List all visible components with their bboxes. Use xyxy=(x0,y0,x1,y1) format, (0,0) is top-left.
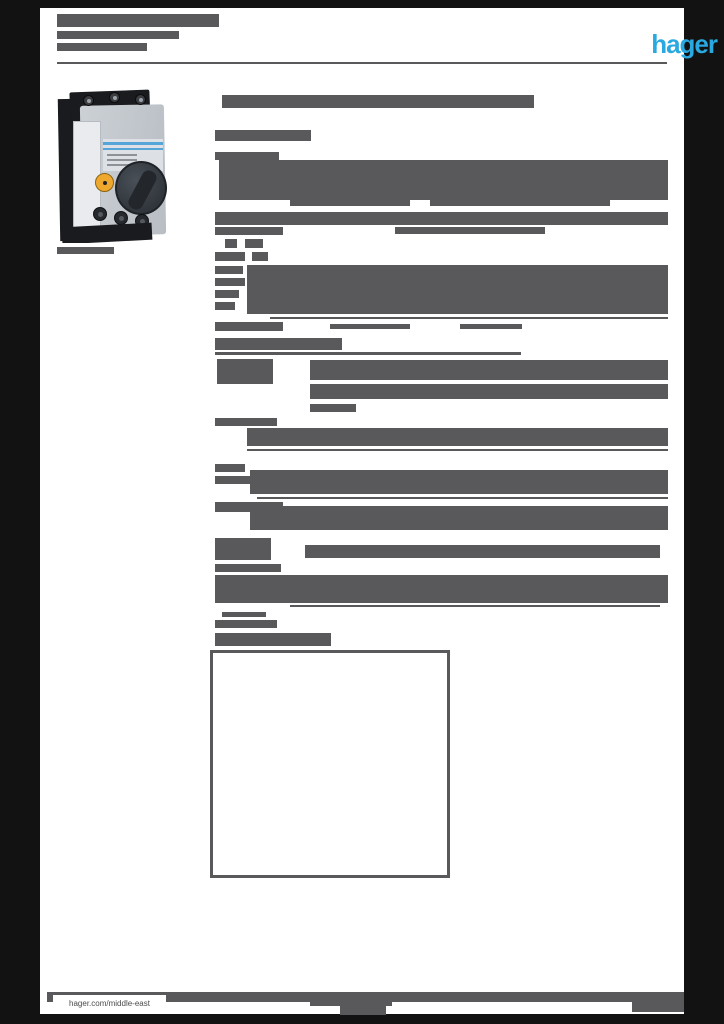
setting-dial xyxy=(95,173,114,192)
header-line xyxy=(57,43,147,51)
photo-caption xyxy=(57,247,114,254)
screw-icon xyxy=(109,92,120,103)
section-heading xyxy=(215,130,311,141)
spec-text-block xyxy=(305,545,660,558)
spec-label xyxy=(215,290,239,298)
spec-label xyxy=(215,564,281,572)
hager-logo: hager xyxy=(651,29,718,59)
spec-label xyxy=(215,278,245,286)
screw-icon xyxy=(83,95,94,106)
spec-label xyxy=(215,322,283,331)
spec-chip xyxy=(225,239,237,248)
terminal-block-bottom xyxy=(61,222,153,243)
spec-chip xyxy=(245,239,263,248)
spec-text-block xyxy=(250,506,668,530)
terminal-icon xyxy=(114,211,128,225)
spec-label xyxy=(215,302,235,310)
spec-text-block xyxy=(215,338,342,350)
paper: hager hager.com xyxy=(40,8,718,1015)
terminal-icon xyxy=(93,207,107,221)
spec-label xyxy=(215,152,279,160)
spec-text-line xyxy=(222,612,266,617)
row-rule xyxy=(247,449,668,451)
product-title xyxy=(222,95,534,108)
footer-center-text xyxy=(310,995,392,1006)
footer-center-text xyxy=(340,1006,386,1015)
rotary-knob xyxy=(115,161,167,215)
spec-text-block xyxy=(247,265,668,314)
header-divider xyxy=(57,62,667,64)
label-stripe xyxy=(103,142,163,145)
spec-text-block xyxy=(310,384,668,399)
spec-label xyxy=(215,502,283,512)
spec-label xyxy=(252,252,268,261)
label-stripe xyxy=(103,148,163,150)
spec-text-line xyxy=(290,200,410,206)
spec-text-block xyxy=(310,360,668,380)
spec-value xyxy=(395,227,545,234)
spec-text-block xyxy=(219,160,668,200)
spec-value xyxy=(330,324,410,329)
spec-label xyxy=(215,620,277,628)
footer-url-link[interactable]: hager.com/middle-east xyxy=(53,995,166,1013)
spec-label xyxy=(215,476,250,484)
row-rule xyxy=(215,352,521,355)
product-photo xyxy=(57,85,185,243)
label-text-lines xyxy=(107,154,137,156)
spec-text-block xyxy=(215,575,668,603)
spec-value xyxy=(310,404,356,412)
header-line xyxy=(57,14,219,27)
spec-text-block xyxy=(250,470,668,494)
row-rule xyxy=(270,317,668,319)
row-rule xyxy=(257,497,668,499)
spec-label xyxy=(215,464,245,472)
spec-label xyxy=(215,252,245,261)
spec-value xyxy=(460,324,522,329)
dimensions-diagram-box xyxy=(210,650,450,878)
knob-handle xyxy=(126,167,159,213)
spec-label xyxy=(215,418,277,426)
section-heading xyxy=(215,633,331,646)
spec-text-block xyxy=(215,212,668,225)
spec-text-block xyxy=(247,428,668,446)
header-line xyxy=(57,31,179,39)
spec-text-line xyxy=(430,200,610,206)
spec-label xyxy=(215,227,283,235)
row-rule xyxy=(290,605,660,607)
spec-label xyxy=(215,266,243,274)
spec-label-block xyxy=(217,359,273,384)
spec-label-block xyxy=(215,538,271,560)
screw-icon xyxy=(135,94,146,105)
footer-page-block xyxy=(632,995,684,1012)
